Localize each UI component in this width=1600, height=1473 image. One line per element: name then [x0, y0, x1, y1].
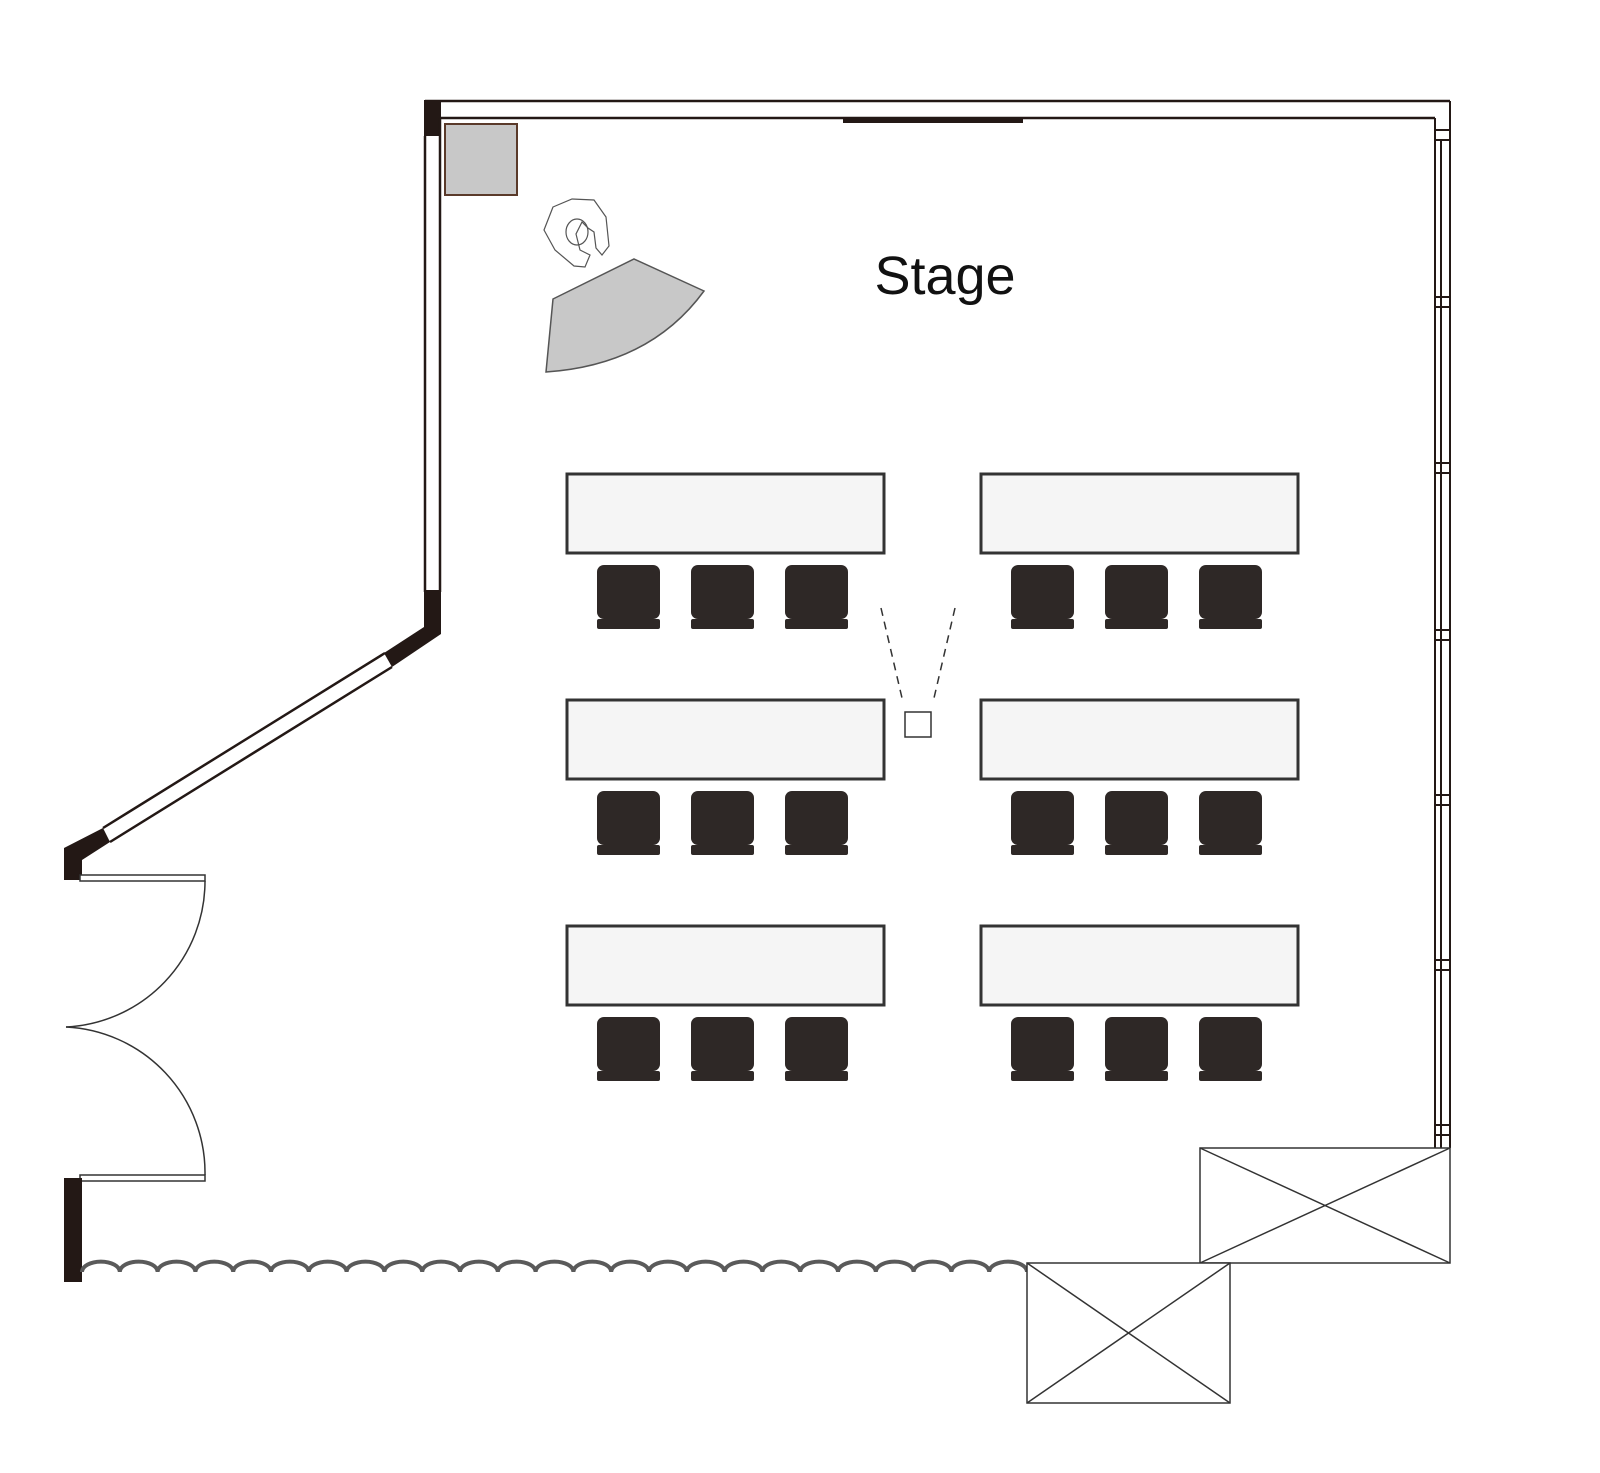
- table: [565, 472, 886, 555]
- lectern-desk: [545, 258, 706, 373]
- chair: [691, 565, 754, 629]
- table: [979, 698, 1300, 781]
- chair: [1011, 1017, 1074, 1081]
- window-mullion: [1435, 629, 1450, 641]
- chair: [691, 791, 754, 855]
- chair: [785, 791, 848, 855]
- chair: [1105, 1017, 1168, 1081]
- table-group: [979, 924, 1300, 1081]
- projector-screen: [843, 119, 1023, 123]
- chair: [597, 565, 660, 629]
- chair: [597, 1017, 660, 1081]
- chair: [1011, 791, 1074, 855]
- corner-cabinet: [444, 123, 518, 196]
- window-mullion: [1435, 296, 1450, 308]
- chair: [1199, 565, 1262, 629]
- right-window-wall: [1434, 101, 1451, 1148]
- chair: [597, 791, 660, 855]
- table: [565, 698, 886, 781]
- chair: [1011, 565, 1074, 629]
- door-swing-lower: [65, 1026, 206, 1176]
- storage-box: [1199, 1147, 1451, 1264]
- camera-icon: [880, 607, 956, 738]
- chair: [1105, 565, 1168, 629]
- door-leaf-lower[interactable]: [79, 1174, 206, 1182]
- window-mullion: [1435, 129, 1450, 141]
- chair: [785, 565, 848, 629]
- seating-area: [565, 472, 1300, 1081]
- door-leaf-upper[interactable]: [79, 874, 206, 882]
- table-group: [979, 698, 1300, 855]
- window-mullion: [1435, 462, 1450, 474]
- left-upper-wall: [423, 118, 442, 592]
- chair: [691, 1017, 754, 1081]
- table: [565, 924, 886, 1007]
- double-door[interactable]: [65, 874, 206, 1182]
- table-group: [979, 472, 1300, 629]
- window-mullion: [1435, 1124, 1450, 1136]
- door-swing-upper: [65, 880, 206, 1028]
- table-group: [565, 472, 886, 629]
- corner-column: [424, 100, 441, 136]
- curtain: [80, 1259, 1029, 1273]
- chair: [1199, 791, 1262, 855]
- chair: [785, 1017, 848, 1081]
- storage-box: [1026, 1262, 1231, 1404]
- diagonal-wall: [102, 651, 393, 844]
- wall-corner-lower: [64, 828, 110, 880]
- stage-label: Stage: [874, 246, 1015, 306]
- window-mullion: [1435, 959, 1450, 971]
- person-icon: [543, 198, 610, 268]
- table: [979, 924, 1300, 1007]
- chair: [1199, 1017, 1262, 1081]
- left-lower-wall: [64, 1178, 82, 1282]
- wall-corner-upper: [384, 590, 441, 667]
- table-group: [565, 698, 886, 855]
- chair: [1105, 791, 1168, 855]
- top-wall: [425, 99, 1450, 120]
- window-mullion: [1435, 794, 1450, 806]
- table: [979, 472, 1300, 555]
- table-group: [565, 924, 886, 1081]
